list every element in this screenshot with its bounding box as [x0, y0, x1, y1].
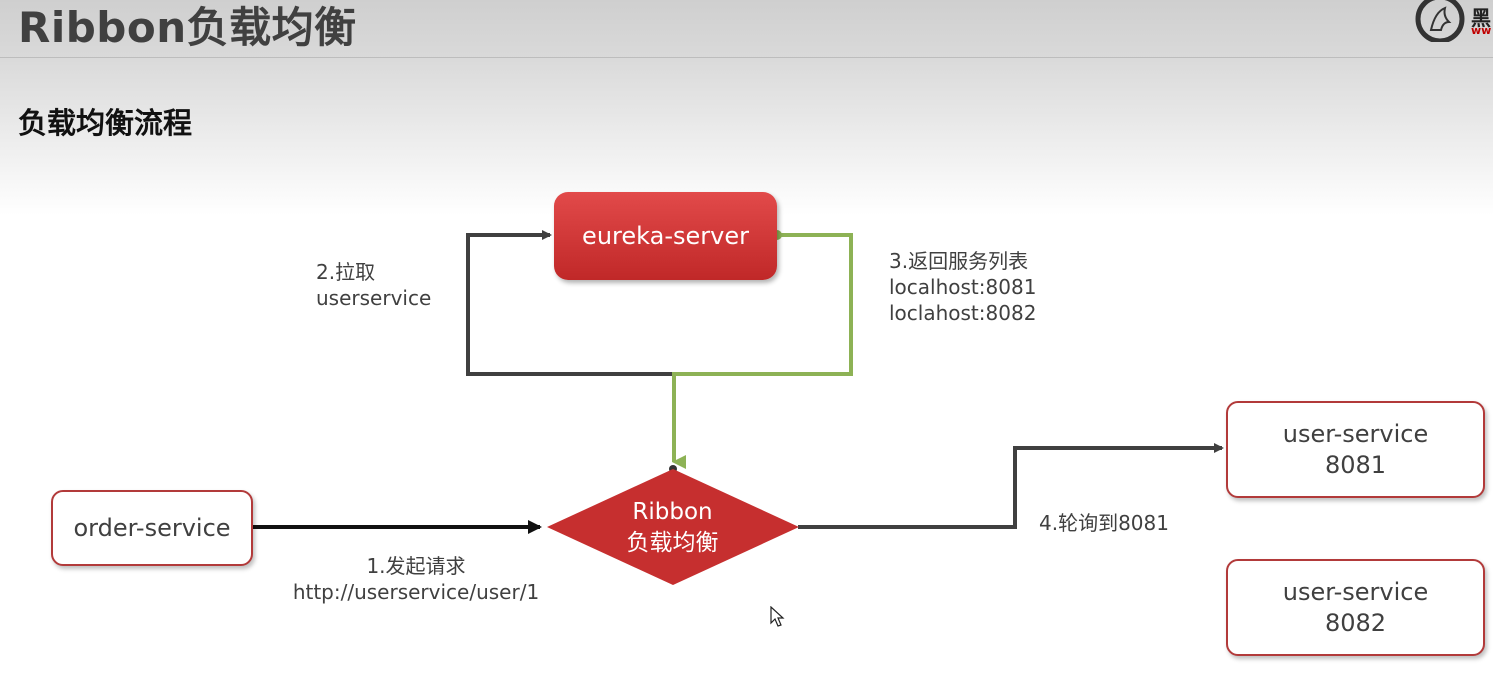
horse-logo-icon	[1415, 0, 1465, 42]
user-service-8081-node: user-service 8081	[1226, 401, 1485, 498]
order-service-label: order-service	[73, 514, 231, 542]
user-service-8082-name: user-service	[1282, 577, 1429, 606]
order-service-node: order-service	[51, 490, 253, 566]
step2-label: 2.拉取 userservice	[316, 259, 431, 311]
step3-label-line2: localhost:8081	[889, 275, 1037, 299]
step3-label-line1: 3.返回服务列表	[889, 249, 1029, 273]
ribbon-label-line2: 负载均衡	[626, 530, 719, 556]
step1-label: 1.发起请求 http://userservice/user/1	[285, 553, 547, 605]
step2-label-line2: userservice	[316, 286, 432, 310]
return-list-arrow	[672, 233, 853, 469]
user-service-8082-node: user-service 8082	[1226, 559, 1485, 656]
logo-subtext: ww	[1471, 24, 1492, 37]
step1-label-line2: http://userservice/user/1	[292, 580, 540, 604]
user-service-8081-port: 8081	[1324, 450, 1387, 479]
slide-header-background	[0, 0, 1493, 215]
step3-label: 3.返回服务列表 localhost:8081 loclahost:8082	[889, 248, 1036, 326]
section-title: 负载均衡流程	[18, 106, 193, 140]
step3-label-line3: loclahost:8082	[889, 301, 1037, 325]
user-service-8082-port: 8082	[1324, 608, 1387, 637]
step1-label-line1: 1.发起请求	[366, 554, 466, 578]
ribbon-diamond	[547, 469, 799, 585]
title-divider	[0, 57, 1493, 58]
ribbon-label: Ribbon 负载均衡	[600, 497, 745, 559]
slide-title: Ribbon负载均衡	[18, 3, 357, 52]
user-service-8081-name: user-service	[1282, 419, 1429, 448]
step2-label-line1: 2.拉取	[316, 260, 376, 284]
pull-arrow	[466, 230, 672, 376]
logo-text: 黑	[1471, 6, 1491, 30]
eureka-server-node: eureka-server	[554, 192, 777, 280]
brand-logo: 黑 ww	[1413, 0, 1493, 42]
ribbon-label-line1: Ribbon	[632, 499, 713, 525]
round-robin-arrow	[798, 443, 1224, 529]
step4-label: 4.轮询到8081	[1039, 511, 1169, 535]
mouse-cursor-icon	[770, 606, 785, 627]
